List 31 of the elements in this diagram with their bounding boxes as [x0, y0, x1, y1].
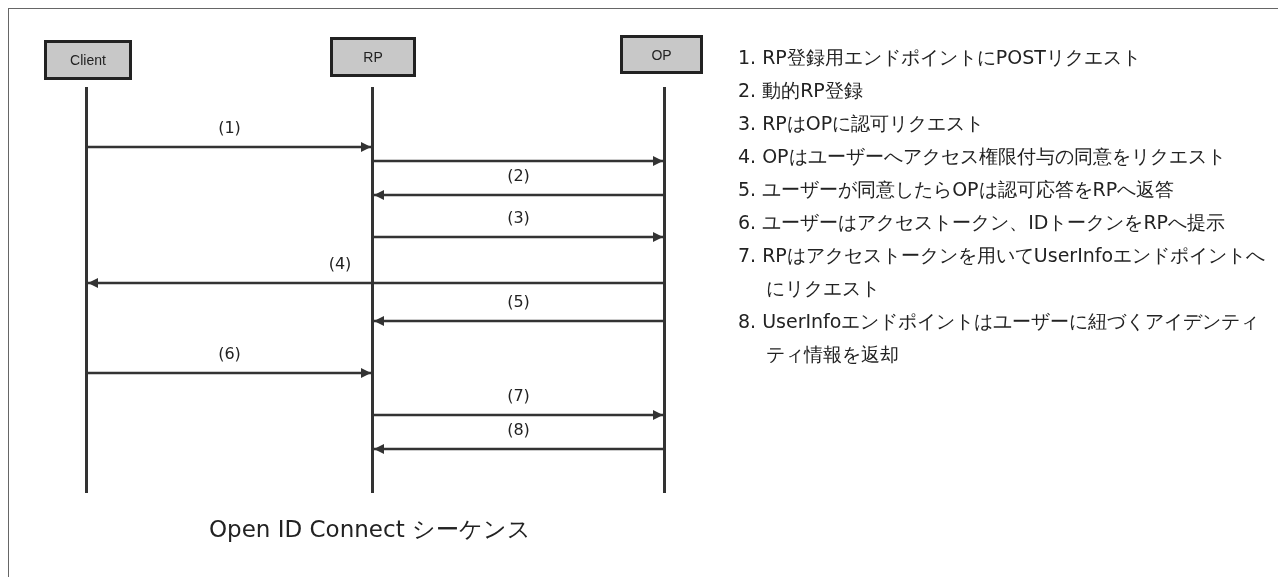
step-description: 8. UserInfoエンドポイントはユーザーに紐づくアイデンティティ情報を返却 — [738, 309, 1261, 367]
message-arrow — [374, 190, 663, 200]
lifeline — [663, 87, 666, 493]
message-arrow — [374, 444, 663, 454]
step-description: 5. ユーザーが同意したらOPは認可応答をRPへ返答 — [738, 177, 1176, 202]
step-description: 1. RP登録用エンドポイントにPOSTリクエスト — [738, 45, 1142, 70]
step-description: 3. RPはOPに認可リクエスト — [738, 111, 986, 136]
lifeline — [85, 87, 88, 493]
edge-label: (1) — [216, 119, 243, 137]
edge-label: (7) — [505, 387, 532, 405]
message-arrow — [374, 410, 663, 420]
step-description: 2. 動的RP登録 — [738, 78, 864, 103]
participant-box: Client — [44, 40, 132, 80]
caption: Open ID Connect シーケンス — [209, 515, 531, 544]
edge-label: (6) — [216, 345, 243, 363]
edge-label: (2) — [505, 167, 532, 185]
message-arrow — [88, 142, 371, 152]
edge-label: (8) — [505, 421, 532, 439]
step-description: 6. ユーザーはアクセストークン、IDトークンをRPへ提示 — [738, 210, 1227, 235]
participant-box: OP — [620, 35, 703, 74]
message-arrow — [88, 278, 663, 288]
edge-label: (3) — [505, 209, 532, 227]
step-description: 7. RPはアクセストークンを用いてUserInfoエンドポイントへにリクエスト — [738, 243, 1267, 301]
step-description: 4. OPはユーザーへアクセス権限付与の同意をリクエスト — [738, 144, 1227, 169]
message-arrow — [374, 232, 663, 242]
lifeline — [371, 87, 374, 493]
message-arrow — [374, 156, 663, 166]
participant-box: RP — [330, 37, 416, 77]
edge-label: (5) — [505, 293, 532, 311]
message-arrow — [374, 316, 663, 326]
message-arrow — [88, 368, 371, 378]
